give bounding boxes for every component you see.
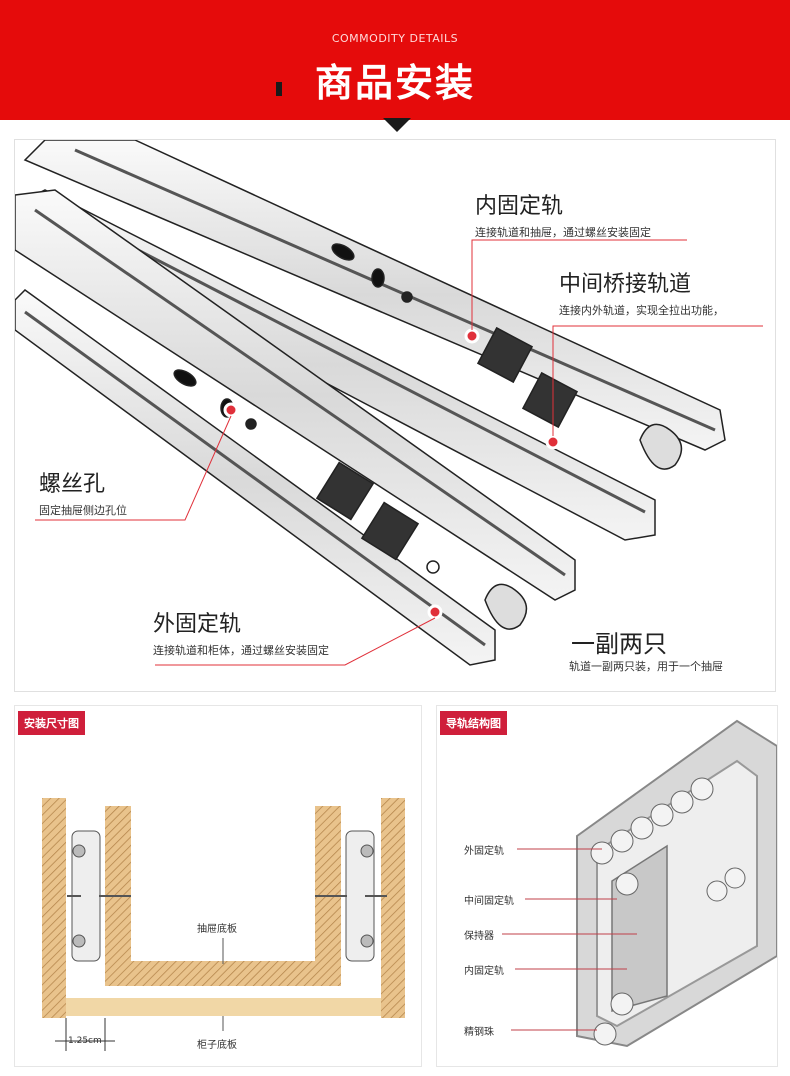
slide-rails-illustration bbox=[15, 140, 763, 666]
dot-screw-hole bbox=[223, 402, 239, 418]
rail-cross-section-drawing bbox=[502, 719, 777, 1048]
screw-hole-title: 螺丝孔 bbox=[39, 472, 106, 497]
banner-pointer bbox=[383, 118, 411, 132]
cabinet-bottom-label: 柜子底板 bbox=[197, 1040, 237, 1051]
install-diagram-tag: 安装尺寸图 bbox=[18, 711, 85, 735]
cabinet-wall-right bbox=[381, 798, 405, 1018]
dimension-label: 1.25cm bbox=[68, 1036, 102, 1046]
cabinet-wall-left bbox=[42, 798, 66, 1018]
dot-inner-rail bbox=[464, 328, 480, 344]
outer-rail-title: 外固定轨 bbox=[153, 612, 242, 637]
install-dimension-drawing bbox=[42, 798, 405, 1051]
install-dimension-panel: 安装尺寸图 bbox=[14, 705, 422, 1067]
lower-rail bbox=[15, 189, 576, 666]
callout-lines bbox=[35, 239, 763, 666]
drawer-bottom-label: 抽屉底板 bbox=[197, 924, 237, 935]
inner-rail-desc: 连接轨道和抽屉，通过螺丝安装固定 bbox=[475, 226, 651, 239]
middle-rail-title: 中间桥接轨道 bbox=[559, 272, 692, 297]
dot-outer-rail bbox=[427, 604, 443, 620]
cabinet-bottom bbox=[66, 998, 381, 1016]
outer-rail-desc: 连接轨道和柜体，通过螺丝安装固定 bbox=[153, 644, 329, 657]
drawer-bottom bbox=[105, 961, 341, 986]
structure-label-retainer: 保持器 bbox=[464, 931, 494, 942]
header-title: 商品安装 bbox=[314, 61, 475, 105]
structure-label-inner: 内固定轨 bbox=[464, 966, 504, 977]
structure-label-outer: 外固定轨 bbox=[464, 846, 504, 857]
header-subtitle: COMMODITY DETAILS bbox=[331, 32, 459, 45]
header-banner: COMMODITY DETAILS 商品安装 bbox=[0, 0, 790, 120]
dot-middle-rail bbox=[545, 434, 561, 450]
structure-diagram-tag: 导轨结构图 bbox=[440, 711, 507, 735]
screw-hole-desc: 固定抽屉侧边孔位 bbox=[39, 504, 127, 517]
product-photo-panel: 内固定轨 连接轨道和抽屉，通过螺丝安装固定 中间桥接轨道 连接内外轨道，实现全拉… bbox=[14, 139, 776, 692]
structure-label-ball: 精钢珠 bbox=[464, 1027, 494, 1038]
middle-rail-desc: 连接内外轨道，实现全拉出功能， bbox=[559, 304, 724, 317]
pair-title: 一副两只 bbox=[571, 630, 667, 658]
rail-structure-panel: 导轨结构图 外固定轨 中间固定轨 保持器 内固定轨 精钢珠 bbox=[436, 705, 778, 1067]
pair-desc: 轨道一副两只装，用于一个抽屉 bbox=[569, 660, 723, 673]
title-accent-mark bbox=[276, 82, 282, 96]
inner-rail-title: 内固定轨 bbox=[475, 194, 564, 219]
structure-label-middle: 中间固定轨 bbox=[464, 896, 514, 907]
